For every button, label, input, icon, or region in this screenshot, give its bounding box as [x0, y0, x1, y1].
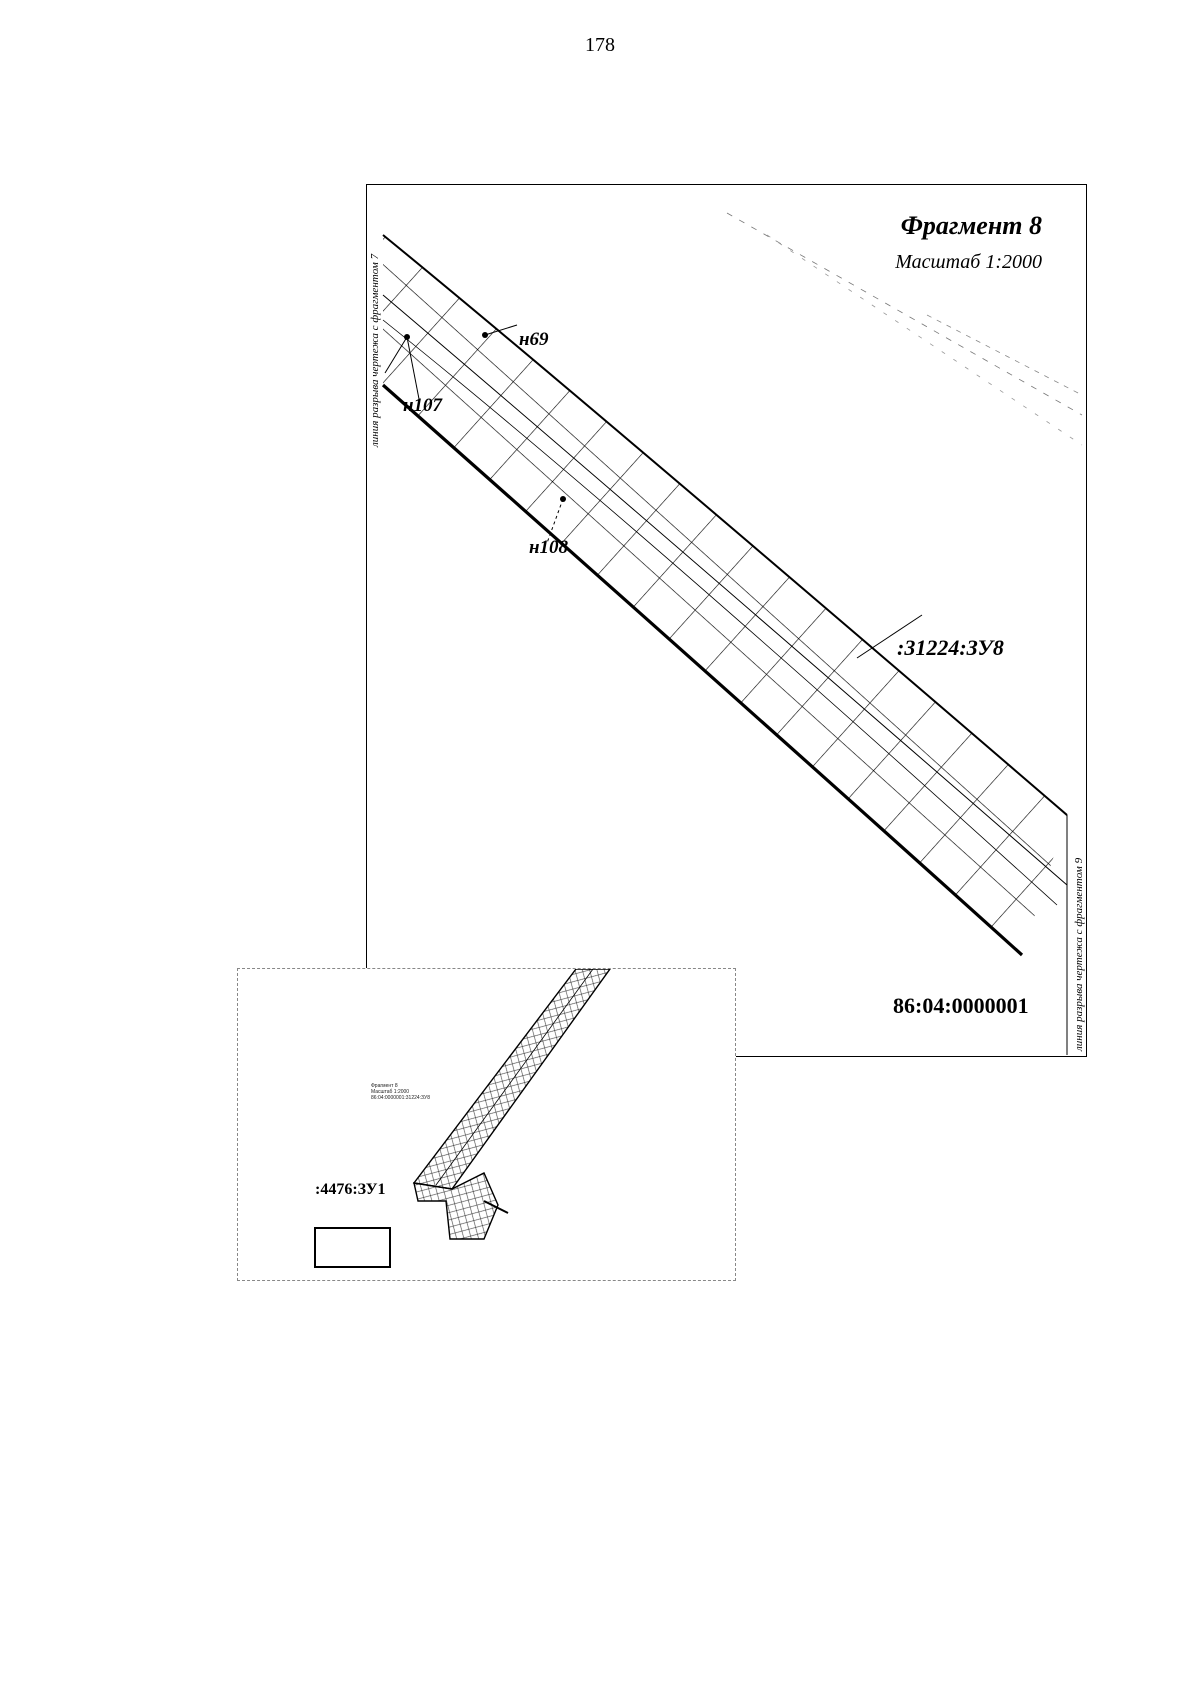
leader-n107-a [406, 336, 420, 400]
overview-drawing [412, 969, 611, 1240]
cadastral-quarter-label: 86:04:0000001 [893, 993, 1029, 1018]
point-n69 [482, 332, 488, 338]
parcel-top-boundary [382, 234, 1068, 816]
leader-n108 [546, 498, 564, 544]
point-n107 [404, 334, 410, 340]
overview-strip-inner [435, 969, 594, 1186]
overview-legend-box [314, 1227, 391, 1268]
leader-n107-b [384, 336, 408, 374]
fragment-title: Фрагмент 8 [900, 211, 1042, 240]
parcel-strip-drawing [381, 212, 1083, 1055]
left-break-note: линия разрыва чертежа с фрагментом 7 [369, 253, 381, 447]
overview-inset: Фрагмент 8 Масштаб 1:2000 86:04:0000001:… [237, 968, 736, 1281]
overview-mini-caption: Фрагмент 8 Масштаб 1:2000 86:04:0000001:… [371, 1083, 430, 1101]
page-number: 178 [585, 34, 615, 56]
fragment-scale: Масштаб 1:2000 [895, 251, 1042, 273]
leader-n69 [484, 324, 518, 336]
right-break-note: линия разрыва чертежа с фрагментом 9 [1073, 857, 1085, 1051]
overview-polygon [413, 1172, 499, 1240]
overview-mini-scale: Масштаб 1:2000 [371, 1089, 410, 1095]
point-label-n69: н69 [519, 329, 549, 350]
leader-parcel [856, 614, 923, 659]
inner-line-1 [382, 294, 1068, 886]
fragment-map: Фрагмент 8 Масштаб 1:2000 н69 н107 н108 … [366, 184, 1087, 1057]
point-label-n107: н107 [403, 395, 443, 416]
point-label-n108: н108 [529, 537, 569, 558]
parcel-label: :31224:ЗУ8 [897, 635, 1004, 660]
overview-marker [483, 1200, 509, 1214]
overview-parcel-label: :4476:ЗУ1 [315, 1181, 386, 1198]
inner-line-2 [382, 319, 1058, 906]
faint-line-3 [926, 314, 1083, 396]
faint-line-1 [726, 212, 1083, 416]
overview-mini-number: 86:04:0000001:31224:ЗУ8 [371, 1095, 430, 1101]
parcel-hatch [383, 235, 1067, 955]
point-n108 [560, 496, 566, 502]
parcel-bottom-boundary [381, 383, 1024, 957]
overview-mini-title: Фрагмент 8 [371, 1083, 398, 1089]
overview-strip [412, 969, 611, 1190]
